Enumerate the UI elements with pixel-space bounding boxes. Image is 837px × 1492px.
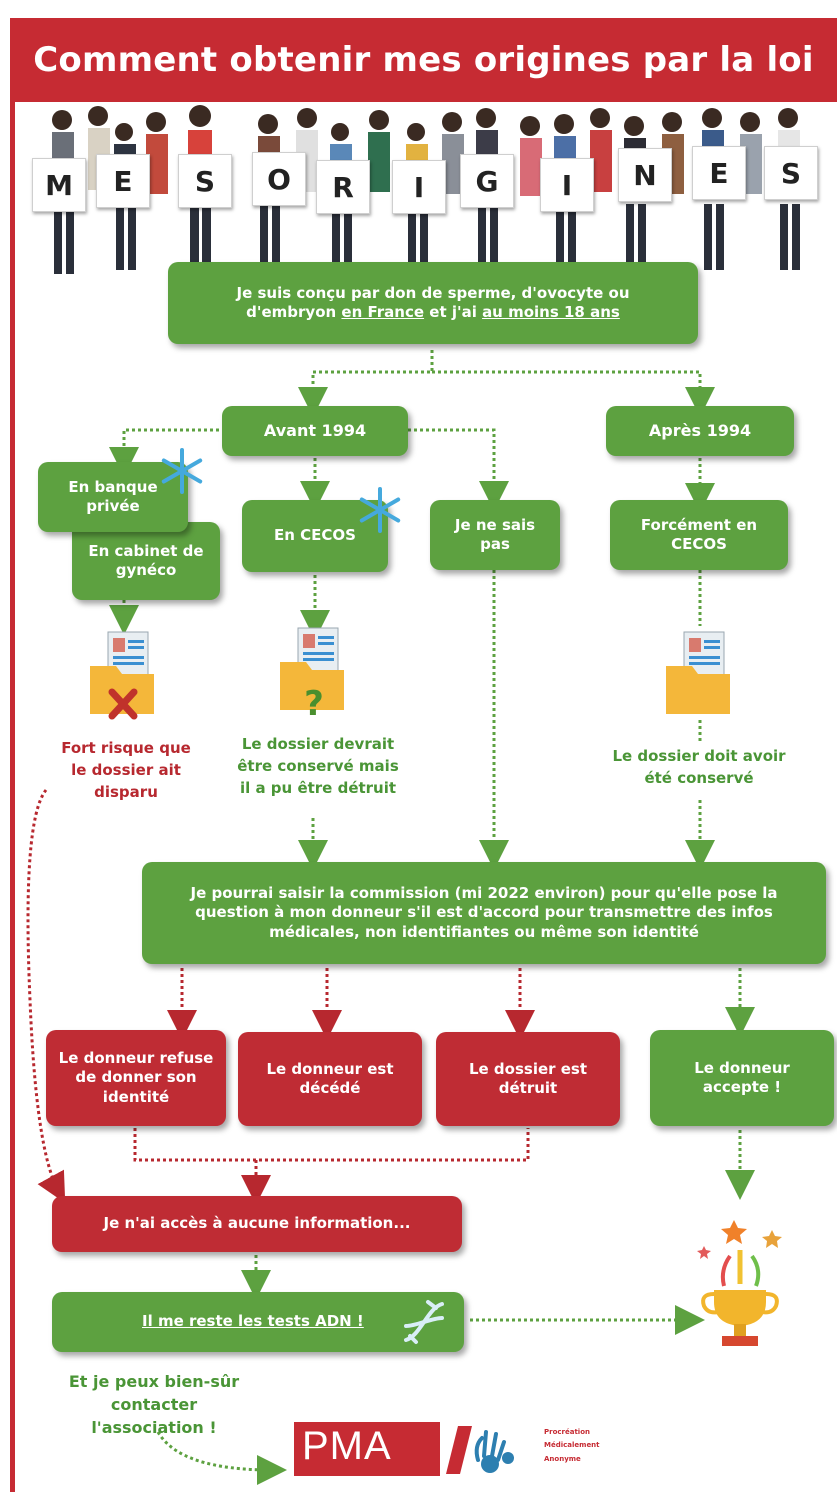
start-in-france: en France xyxy=(341,303,425,321)
banner-letter: E xyxy=(96,154,150,208)
folder-question-icon: ? xyxy=(280,627,344,718)
banner-letter: E xyxy=(692,146,746,200)
contact-text: Et je peux bien-sûr contacter l'associat… xyxy=(68,1372,240,1438)
banner-letter: I xyxy=(540,158,594,212)
snowflake-icon xyxy=(359,487,401,533)
svg-text:?: ? xyxy=(304,684,324,718)
banner-letter: N xyxy=(618,148,672,202)
start-box: Je suis conçu par don de sperme, d'ovocy… xyxy=(168,262,698,344)
dont-know-box: Je ne sais pas xyxy=(430,500,560,570)
banner-letter: S xyxy=(178,154,232,208)
maybe-kept-text: Le dossier devrait être conservé mais il… xyxy=(237,735,399,797)
banner-letter: S xyxy=(764,146,818,200)
private-bank-box: En banque privée xyxy=(38,462,188,532)
gyneco-box: En cabinet de gynéco xyxy=(72,522,220,600)
dna-icon xyxy=(404,1300,444,1344)
forced-cecos-box: Forcément en CECOS xyxy=(610,500,788,570)
start-line2a: d'embryon xyxy=(246,303,342,321)
banner-letter: I xyxy=(392,160,446,214)
kept-text: Le dossier doit avoir été conservé xyxy=(612,747,786,787)
logo-caption-line: Médicalement xyxy=(544,1441,600,1450)
banner-letter: M xyxy=(32,158,86,212)
snowflake-icon xyxy=(161,448,203,494)
cecos-box: En CECOS xyxy=(242,500,388,572)
start-age: au moins 18 ans xyxy=(482,303,620,321)
start-line1: Je suis conçu par don de sperme, d'ovocy… xyxy=(236,283,630,302)
dna-tests-box: Il me reste les tests ADN ! xyxy=(52,1292,464,1352)
accepts-box: Le donneur accepte ! xyxy=(650,1030,834,1126)
logo-badge xyxy=(294,1422,440,1476)
deceased-box: Le donneur est décédé xyxy=(238,1032,422,1126)
page-frame xyxy=(10,18,836,1492)
dna-tests-label: Il me reste les tests ADN ! xyxy=(142,1312,364,1331)
before-1994-box: Avant 1994 xyxy=(222,406,408,456)
folder-cross-icon xyxy=(90,631,154,720)
commission-box: Je pourrai saisir la commission (mi 2022… xyxy=(142,862,826,964)
logo-text: PMA xyxy=(302,1424,392,1468)
banner-people-illustration: M E S O R I G I N E S xyxy=(24,104,824,279)
banner-letter: O xyxy=(252,152,306,206)
trophy-icon xyxy=(697,1220,782,1346)
logo-caption-line: Anonyme xyxy=(544,1454,581,1463)
banner-letter: G xyxy=(460,154,514,208)
hands-logo-icon xyxy=(446,1426,514,1474)
banner-letter: R xyxy=(316,160,370,214)
folder-icon xyxy=(666,631,730,714)
logo-caption-line: Procréation xyxy=(544,1428,591,1436)
no-info-box: Je n'ai accès à aucune information... xyxy=(52,1196,462,1252)
after-1994-box: Après 1994 xyxy=(606,406,794,456)
risk-text: Fort risque que le dossier ait disparu xyxy=(61,739,191,801)
logo-caption: Procréation Médicalement Anonyme xyxy=(544,1426,614,1466)
page-title: Comment obtenir mes origines par la loi xyxy=(10,18,837,102)
start-line2c: et j'ai xyxy=(424,303,483,321)
destroyed-box: Le dossier est détruit xyxy=(436,1032,620,1126)
refuse-box: Le donneur refuse de donner son identité xyxy=(46,1030,226,1126)
